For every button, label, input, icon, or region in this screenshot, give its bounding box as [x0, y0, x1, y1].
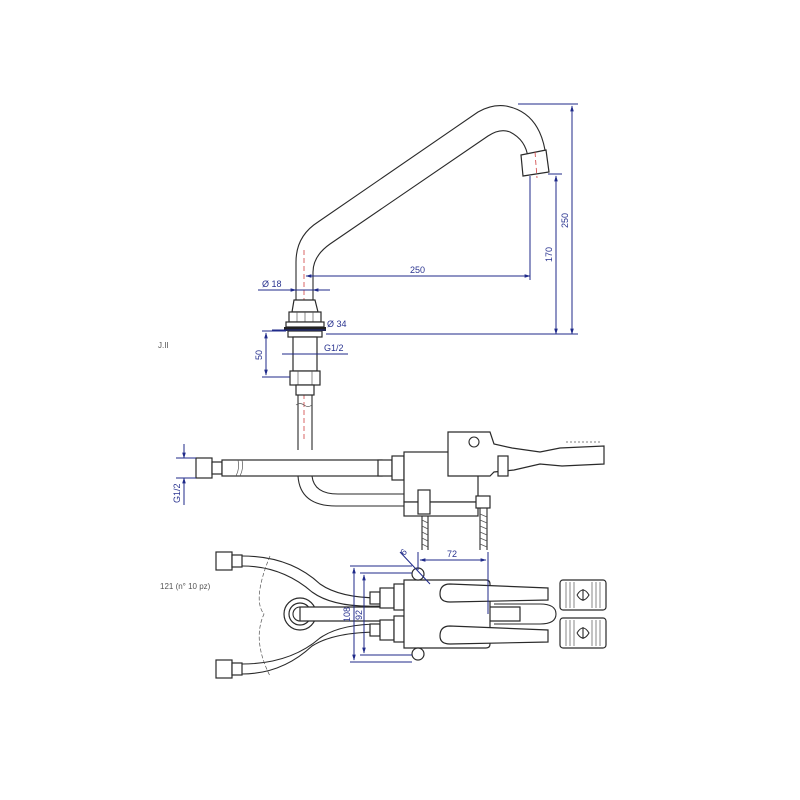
shank-length-label: 50	[254, 350, 264, 360]
pedal-spacing-label: 72	[447, 549, 457, 559]
outlet-height-label: 170	[544, 247, 554, 262]
hose-note: 121 (n° 10 pz)	[160, 582, 211, 591]
shank-thread-label: G1/2	[324, 343, 344, 353]
reach-label: 250	[410, 265, 425, 275]
flange-diameter-label: Ø 34	[327, 319, 347, 329]
faucet-body	[284, 299, 326, 450]
spout-dimensions: 250 170 250 Ø 18 Ø 34 50 G1/2 J.II	[158, 103, 578, 378]
screw-label: 6	[398, 547, 409, 558]
hose-thread-label: G1/2	[172, 483, 182, 503]
top-left-mark: J.II	[158, 341, 169, 350]
pedal-unit-top-view: 72 6 108 92 121 (n° 10 pz)	[160, 547, 607, 679]
total-height-label: 250	[560, 213, 570, 228]
aerator	[520, 149, 550, 177]
spout	[295, 105, 550, 440]
spout-diameter-label: Ø 18	[262, 279, 282, 289]
mount-outer-label: 108	[342, 607, 352, 622]
pedal-unit-side-view: G1/2	[172, 431, 605, 550]
mount-inner-label: 92	[354, 610, 364, 620]
